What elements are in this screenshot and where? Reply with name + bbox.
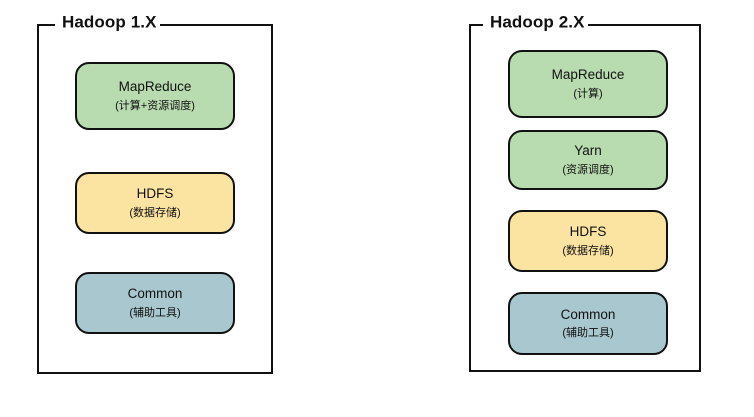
layer-subtitle: (计算+资源调度) (115, 99, 195, 112)
layer-box-hdfs-2x: HDFS (数据存储) (508, 210, 668, 272)
frame-top-left-segment (37, 24, 55, 26)
layer-box-common-1x: Common (辅助工具) (75, 272, 235, 334)
panel-title: Hadoop 2.X (487, 13, 588, 31)
panel-hadoop-2x: Hadoop 2.X MapReduce (计算) Yarn (资源调度) HDFS (数据… (469, 13, 701, 372)
layer-subtitle: (数据存储) (562, 244, 614, 257)
layer-title: Common (560, 306, 616, 322)
layer-title: MapReduce (551, 67, 625, 83)
layer-title: HDFS (136, 186, 174, 202)
panel-frame (469, 24, 701, 372)
layer-box-common-2x: Common (辅助工具) (508, 292, 668, 355)
layer-subtitle: (资源调度) (562, 163, 614, 176)
panel-hadoop-1x: Hadoop 1.X MapReduce (计算+资源调度) HDFS (数据存储) Co… (37, 13, 273, 374)
layer-box-mapreduce-2x: MapReduce (计算) (508, 50, 668, 118)
layer-subtitle: (数据存储) (129, 206, 181, 219)
layer-title: Yarn (574, 143, 602, 159)
panel-frame (37, 24, 273, 374)
layer-title: HDFS (569, 224, 607, 240)
layer-subtitle: (辅助工具) (562, 327, 614, 340)
frame-top-right-segment (579, 24, 701, 26)
panel-title: Hadoop 1.X (59, 13, 160, 31)
layer-title: Common (127, 286, 183, 302)
layer-subtitle: (辅助工具) (129, 306, 181, 319)
frame-top-left-segment (469, 24, 483, 26)
layer-box-hdfs-1x: HDFS (数据存储) (75, 172, 235, 234)
layer-box-mapreduce-1x: MapReduce (计算+资源调度) (75, 62, 235, 130)
frame-top-right-segment (151, 24, 273, 26)
layer-subtitle: (计算) (573, 87, 603, 100)
layer-title: MapReduce (118, 79, 192, 95)
layer-box-yarn-2x: Yarn (资源调度) (508, 130, 668, 190)
